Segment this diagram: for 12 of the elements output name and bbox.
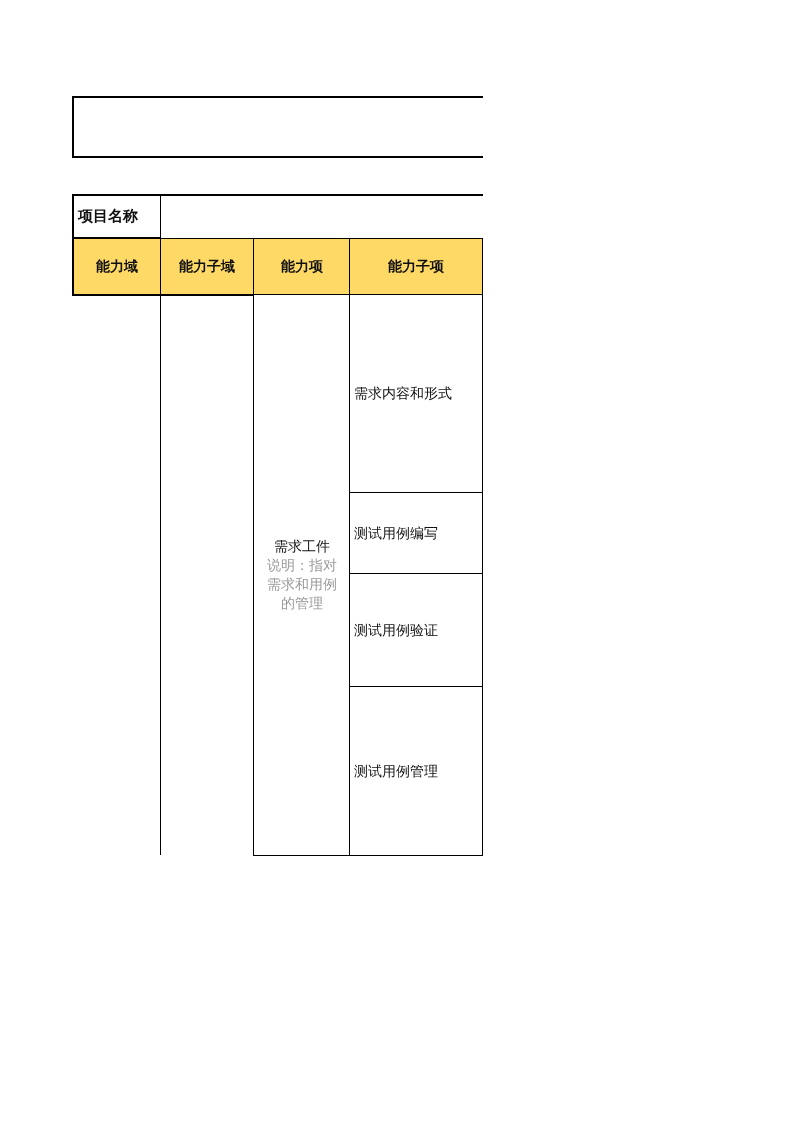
header-text: 能力子项: [388, 257, 444, 276]
cell-text: 测试用例管理: [354, 761, 438, 781]
cell-text: 测试用例验证: [354, 620, 438, 640]
cell-text: 需求内容和形式: [354, 384, 452, 403]
cell-text: 测试用例编写: [354, 523, 438, 543]
cell-text: 需求工件: [273, 537, 330, 557]
header-text: 能力项: [280, 257, 323, 276]
note-text: 说明：指对需求和用例的管理: [265, 556, 338, 613]
title-box: [72, 96, 483, 158]
cell-text: 项目名称: [78, 206, 138, 227]
header-text: 能力域: [96, 257, 138, 276]
header-text: 能力子域: [179, 257, 235, 276]
